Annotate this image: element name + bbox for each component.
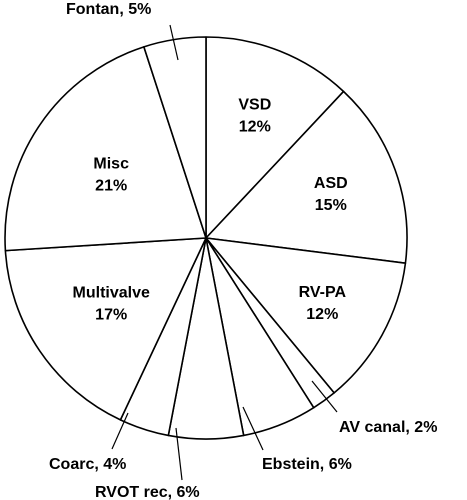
pie-slice-fontan — [143, 36, 207, 239]
leader-line-av-canal — [311, 380, 338, 413]
leader-line-ebstein — [242, 406, 264, 451]
pie-slice-asd — [205, 90, 408, 264]
slice-label-ebstein: Ebstein, 6% — [262, 456, 352, 473]
slice-label-av-canal: AV canal, 2% — [339, 419, 437, 436]
leader-lines — [111, 24, 338, 481]
pie-slices — [4, 36, 408, 440]
pie-slice-misc — [4, 46, 207, 252]
leader-line-rvot-rec — [175, 427, 183, 481]
slice-label-rvot-rec: RVOT rec, 6% — [95, 484, 200, 500]
leader-line-coarc — [111, 412, 129, 450]
pie-slice-vsd — [205, 36, 345, 239]
pie-slice-multivalve — [4, 237, 207, 421]
pie-slice-rv-pa — [205, 237, 407, 394]
slice-label-fontan: Fontan, 5% — [66, 1, 151, 18]
slice-label-coarc: Coarc, 4% — [49, 456, 126, 473]
leader-line-fontan — [169, 24, 179, 61]
